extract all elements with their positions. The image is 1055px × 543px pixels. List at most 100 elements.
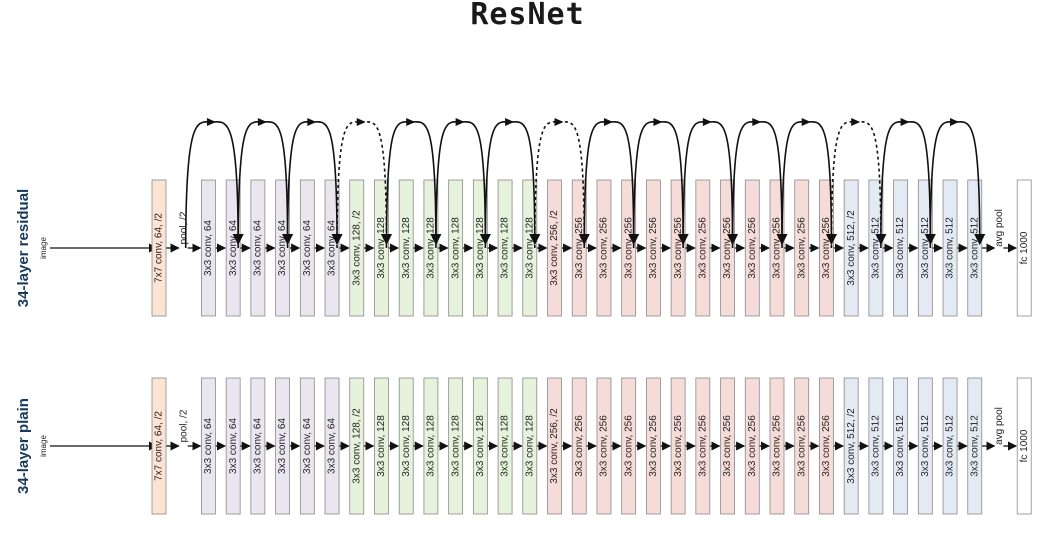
layer-16: 3x3 conv, 256, /2 (547, 377, 562, 515)
layer-14: 3x3 conv, 128 (497, 179, 513, 317)
layer-label: 3x3 conv, 64 (253, 418, 264, 474)
layer-label: 3x3 conv, 256 (599, 415, 610, 477)
layer-label: 3x3 conv, 512 (920, 217, 931, 279)
layer-label: 3x3 conv, 256, /2 (549, 210, 560, 286)
layer-box (324, 179, 340, 317)
layer-label: 3x3 conv, 64 (277, 220, 288, 276)
layer-31: 3x3 conv, 512 (917, 377, 933, 515)
layer-label: 3x3 conv, 64 (203, 220, 214, 276)
layer-label: 3x3 conv, 512 (871, 217, 882, 279)
layer-16: 3x3 conv, 256, /2 (547, 179, 562, 317)
layer-label: pool, /2 (178, 409, 189, 442)
layer-label: 3x3 conv, 256 (796, 415, 807, 477)
layer-box (621, 377, 637, 515)
layer-label: 3x3 conv, 256 (623, 217, 634, 279)
layer-box (646, 179, 661, 317)
layer-21: 3x3 conv, 256 (670, 179, 686, 317)
layer-box (843, 179, 859, 317)
skip-arrow-icon (752, 118, 762, 126)
layer-22: 3x3 conv, 256 (695, 179, 711, 317)
layer-box (967, 377, 983, 515)
layer-box (349, 377, 365, 515)
layer-34: avg pool (994, 407, 1005, 445)
layer-box (646, 377, 661, 515)
layer-label: 3x3 conv, 256 (574, 217, 585, 279)
layer-28: 3x3 conv, 512, /2 (843, 179, 859, 317)
layer-box (423, 179, 439, 317)
input-label-image: image (39, 237, 48, 259)
layer-8: 3x3 conv, 128, /2 (349, 179, 365, 317)
layer-box (794, 377, 810, 515)
layer-35: fc 1000 (1016, 179, 1032, 317)
layer-box (819, 179, 834, 317)
layer-label: 3x3 conv, 128 (401, 415, 412, 477)
layer-23: 3x3 conv, 256 (720, 179, 735, 317)
layer-label: 3x3 conv, 512 (969, 415, 980, 477)
layer-30: 3x3 conv, 512 (893, 179, 908, 317)
layer-box (374, 179, 389, 317)
layer-label: 3x3 conv, 64 (302, 220, 313, 276)
layer-15: 3x3 conv, 128 (522, 179, 538, 317)
layer-3: 3x3 conv, 64 (225, 179, 241, 317)
layer-label: 3x3 conv, 64 (327, 220, 338, 276)
layer-box (225, 377, 241, 515)
skip-arrow-icon (702, 118, 712, 126)
layer-box (1016, 179, 1032, 317)
layer-label: 3x3 conv, 256 (796, 217, 807, 279)
layer-box (324, 377, 340, 515)
layer-label: 3x3 conv, 512 (945, 217, 956, 279)
layer-label: 3x3 conv, 256 (574, 415, 585, 477)
layer-box (596, 377, 612, 515)
layer-label: 3x3 conv, 128 (524, 217, 535, 279)
layer-label: pool, /2 (178, 211, 189, 244)
row-label-residual: 34-layer residual (15, 189, 32, 307)
layer-label: 3x3 conv, 128 (500, 415, 511, 477)
layer-label: 3x3 conv, 128 (450, 217, 461, 279)
layer-label: 7x7 conv, 64, /2 (154, 411, 165, 481)
row-label-plain: 34-layer plain (15, 398, 32, 494)
layer-26: 3x3 conv, 256 (794, 377, 810, 515)
layer-34: avg pool (994, 209, 1005, 247)
layer-label: 3x3 conv, 256 (821, 415, 832, 477)
layer-label: 3x3 conv, 128 (450, 415, 461, 477)
input-label-image: image (39, 435, 48, 457)
layer-25: 3x3 conv, 256 (769, 377, 785, 515)
skip-arrow-icon (206, 118, 216, 126)
layer-box (769, 179, 785, 317)
layer-20: 3x3 conv, 256 (646, 377, 661, 515)
skip-arrow-icon (900, 118, 910, 126)
layer-box (720, 179, 735, 317)
layer-20: 3x3 conv, 256 (646, 179, 661, 317)
layer-label: 3x3 conv, 64 (228, 220, 239, 276)
layer-label: 3x3 conv, 256 (599, 217, 610, 279)
layer-31: 3x3 conv, 512 (917, 179, 933, 317)
layer-28: 3x3 conv, 512, /2 (843, 377, 859, 515)
layer-label: 3x3 conv, 256, /2 (549, 408, 560, 484)
layer-box (275, 179, 291, 317)
layer-9: 3x3 conv, 128 (374, 179, 389, 317)
layer-label: 3x3 conv, 256 (648, 415, 659, 477)
diagram-title: ResNet (470, 0, 585, 32)
layer-box (448, 377, 464, 515)
layer-10: 3x3 conv, 128 (398, 377, 414, 515)
layer-label: 3x3 conv, 128 (475, 415, 486, 477)
layer-13: 3x3 conv, 128 (472, 179, 488, 317)
layer-box (596, 179, 612, 317)
layer-box (225, 179, 241, 317)
layer-box (250, 377, 266, 515)
layer-label: 3x3 conv, 128 (426, 415, 437, 477)
layer-box (522, 377, 538, 515)
layer-13: 3x3 conv, 128 (472, 377, 488, 515)
layer-box (942, 179, 958, 317)
layer-19: 3x3 conv, 256 (621, 179, 637, 317)
layer-label: 3x3 conv, 64 (228, 418, 239, 474)
layer-33: 3x3 conv, 512 (967, 179, 983, 317)
row-plain: 34-layer plain image 7x7 conv, 64, /2 pool,… (15, 377, 1032, 515)
layer-box (670, 377, 686, 515)
layer-3: 3x3 conv, 64 (225, 377, 241, 515)
layer-17: 3x3 conv, 256 (571, 179, 587, 317)
layer-29: 3x3 conv, 512 (868, 179, 884, 317)
layer-box (819, 377, 834, 515)
layer-box (843, 377, 859, 515)
layer-8: 3x3 conv, 128, /2 (349, 377, 365, 515)
